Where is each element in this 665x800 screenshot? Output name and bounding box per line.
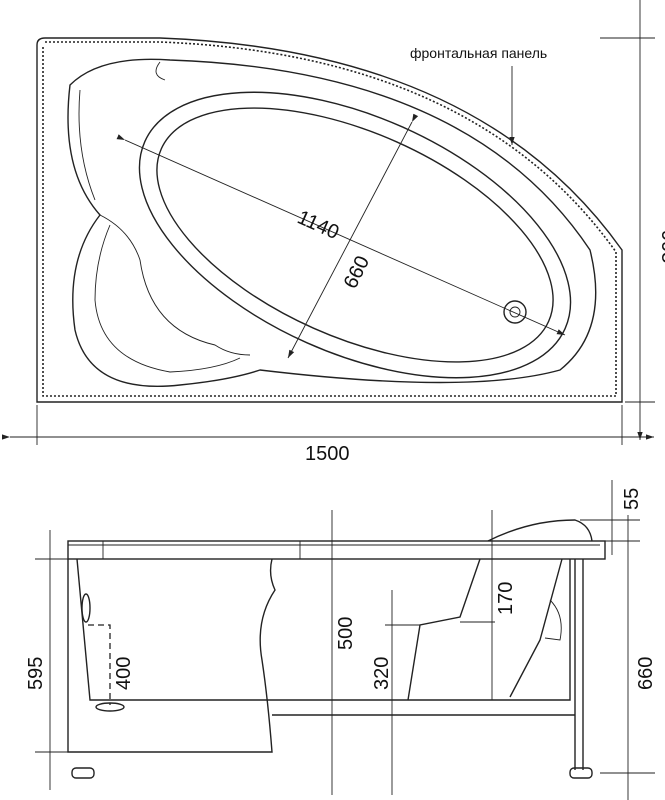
headrest-contour: [78, 61, 166, 201]
drain-inner-ring: [509, 306, 521, 318]
rim-inner: [67, 58, 597, 388]
seat-contour: [99, 214, 251, 356]
drain-height-dim-line: [88, 624, 111, 705]
foot-right: [569, 767, 593, 779]
inner-length-dim: 1140: [294, 206, 342, 244]
backrest-detail: [544, 599, 562, 641]
top-view: 1140 660 1500 995 фронтальная панель: [1, 0, 665, 465]
headrest-dim: 55: [621, 488, 643, 510]
drain-height-dim: 400: [113, 657, 135, 690]
total-height-dim: 660: [635, 657, 657, 690]
inner-width-dim-line: [287, 113, 419, 359]
tub-outline: [36, 37, 623, 403]
height-no-legs-dim: 595: [25, 657, 47, 690]
headrest: [487, 519, 593, 542]
depth-dim: 995: [657, 230, 665, 263]
front-panel-label: фронтальная панель: [410, 45, 547, 61]
seat-contour-inner: [94, 224, 241, 373]
bath-depth-dim: 500: [335, 617, 357, 650]
side-view: 595 400 500 320 170 55 660: [25, 480, 657, 800]
inner-width-dim: 660: [340, 253, 374, 293]
front-panel: [67, 558, 276, 753]
drain-icon: [503, 300, 527, 324]
tub-body: [76, 558, 571, 701]
inner-length-dim-line: [116, 134, 566, 336]
seat-height-dim: 320: [371, 657, 393, 690]
foot-left: [71, 767, 95, 779]
seat-profile: [407, 558, 563, 701]
rim: [67, 540, 606, 560]
overflow-icon: [81, 593, 91, 623]
backrest-dim: 170: [495, 582, 517, 615]
width-dim: 1500: [305, 443, 350, 465]
